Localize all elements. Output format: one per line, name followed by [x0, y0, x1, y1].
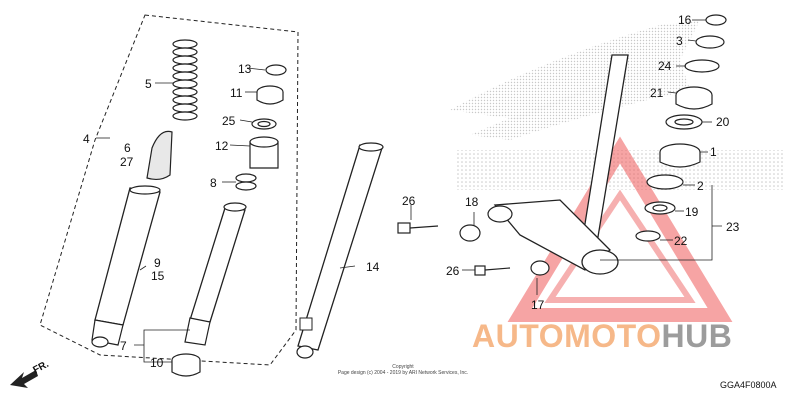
callout-9: 9	[154, 256, 161, 270]
fork-spring	[172, 39, 198, 121]
callout-13: 13	[238, 62, 252, 76]
callout-24: 24	[658, 59, 672, 73]
callout-7: 7	[120, 339, 127, 353]
callout-27: 27	[120, 155, 134, 169]
fork-inner-tube	[184, 202, 247, 346]
fork-outer-tube-left	[91, 185, 161, 348]
callout-17: 17	[531, 298, 545, 312]
callout-12: 12	[215, 139, 229, 153]
watermark-text: AUTOMOTOHUB	[472, 318, 733, 354]
fork-cap-parts	[235, 64, 287, 191]
callout-2: 2	[697, 179, 704, 193]
stem-bolts	[397, 222, 550, 276]
callout-20: 20	[716, 115, 730, 129]
copyright-notice: Copyright Page design (c) 2004 - 2019 by…	[337, 364, 469, 376]
callout-26-top: 26	[402, 194, 416, 208]
leader-lines	[96, 19, 722, 363]
callout-15: 15	[151, 269, 165, 283]
callout-23: 23	[726, 220, 740, 234]
callout-18: 18	[465, 195, 479, 209]
callout-19: 19	[685, 205, 699, 219]
steering-stem	[487, 54, 629, 275]
fork-leg-right	[296, 142, 384, 359]
callout-1: 1	[710, 145, 717, 159]
callout-4: 4	[83, 132, 90, 146]
diagram-code: GGA4F0800A	[720, 380, 777, 390]
fork-assembly-boundary	[39, 14, 299, 366]
callout-6: 6	[124, 141, 131, 155]
callout-21: 21	[650, 86, 664, 100]
callout-25: 25	[222, 114, 236, 128]
fork-dust-boot	[146, 130, 173, 181]
callout-26-bottom: 26	[446, 264, 460, 278]
callout-5: 5	[145, 77, 152, 91]
callout-22: 22	[674, 234, 688, 248]
callout-14: 14	[366, 260, 380, 274]
front-direction-arrow	[10, 370, 38, 388]
callout-8: 8	[210, 176, 217, 190]
callout-11: 11	[230, 86, 243, 100]
bearing-stack	[635, 14, 727, 242]
callout-10: 10	[150, 356, 164, 370]
oil-seal	[171, 353, 201, 377]
callout-16: 16	[678, 13, 692, 27]
callout-3: 3	[676, 34, 683, 48]
